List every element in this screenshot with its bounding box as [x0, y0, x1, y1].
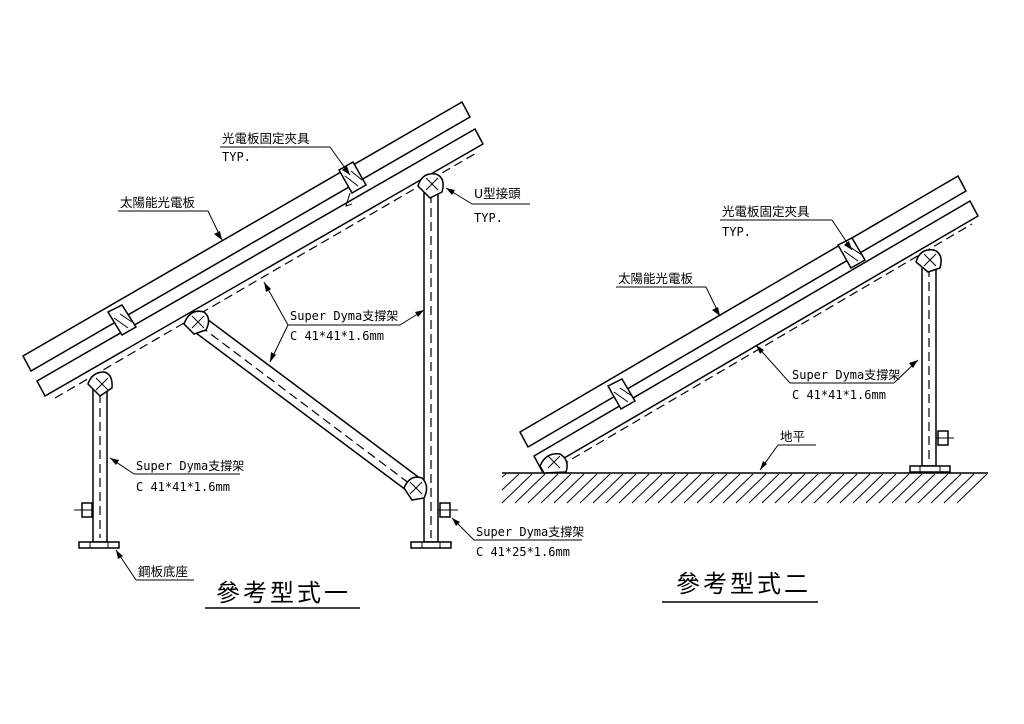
ground-hatch-line — [540, 473, 572, 504]
ground-hatch-line — [501, 473, 533, 504]
panel-clamp-2a — [606, 378, 637, 411]
ground-hatch-line — [943, 473, 975, 504]
view-1-title: 參考型式一 — [216, 579, 351, 607]
rear-post-label-1: Super Dyma支撐架 — [476, 525, 584, 539]
front-post-label-1: Super Dyma支撐架 — [136, 459, 244, 473]
ujoint-typ-1: TYP. — [474, 211, 503, 225]
leader-clamp-2 — [720, 219, 853, 251]
leader-ground-2 — [759, 444, 816, 471]
ground-hatch-line — [618, 473, 650, 504]
base-label-1: 鋼板底座 — [138, 564, 188, 579]
diagonal-brace-1 — [183, 310, 428, 501]
leader-panel-1 — [118, 210, 223, 241]
ground-hatch-line — [566, 473, 598, 504]
rear-post-1 — [410, 173, 458, 549]
clamp-typ-2: TYP. — [722, 225, 751, 239]
ground-hatch-line — [813, 473, 845, 504]
ground-hatch-line — [748, 473, 780, 504]
leader-panel-2 — [616, 286, 721, 317]
post-spec-2: C 41*41*1.6mm — [792, 388, 886, 402]
ground-hatch-line — [956, 473, 988, 504]
panel-rail-2 — [559, 223, 973, 467]
rear-post-spec-1: C 41*25*1.6mm — [476, 545, 570, 559]
brace-label-1: Super Dyma支撐架 — [290, 309, 398, 323]
leader-front-post-1 — [109, 457, 240, 475]
ground-hatch-line — [553, 473, 585, 504]
view-2: 光電板固定夾具 TYP. 太陽能光電板 Super Dyma支撐架 C 41*4… — [501, 174, 988, 603]
brace-spec-1: C 41*41*1.6mm — [290, 329, 384, 343]
post-label-2: Super Dyma支撐架 — [792, 368, 900, 382]
ground-hatch-2 — [501, 472, 988, 504]
panel-clamp-2b — [836, 237, 867, 270]
ground-hatch-line — [683, 473, 715, 504]
ground-hatch-line — [774, 473, 806, 504]
leader-post-2 — [755, 344, 919, 384]
ground-hatch-line — [696, 473, 728, 504]
ground-hatch-line — [826, 473, 858, 504]
ground-hatch-line — [917, 473, 949, 504]
leader-base-1 — [115, 549, 194, 581]
rear-post-2 — [909, 249, 954, 473]
ground-hatch-line — [527, 473, 559, 504]
leader-brace-1 — [263, 281, 425, 363]
ground-hatch-line — [787, 473, 819, 504]
ground-hatch-line — [930, 473, 962, 504]
panel-clamp-1a — [106, 304, 138, 337]
leader-rear-post-1 — [451, 517, 582, 541]
ground-hatch-line — [865, 473, 897, 504]
ground-hatch-line — [514, 473, 546, 504]
ground-hatch-line — [709, 473, 741, 504]
ground-hatch-line — [839, 473, 871, 504]
ground-hatch-line — [761, 473, 793, 504]
clamp-label-2: 光電板固定夾具 — [722, 204, 810, 219]
front-post-spec-1: C 41*41*1.6mm — [136, 480, 230, 494]
ground-hatch-line — [735, 473, 767, 504]
ground-hatch-line — [501, 473, 507, 478]
ground-hatch-line — [891, 473, 923, 504]
clamp-typ-1: TYP. — [222, 150, 251, 164]
leader-ujoint-1 — [445, 187, 530, 205]
ground-hatch-line — [670, 473, 702, 504]
front-post-1 — [74, 371, 120, 549]
view-2-title: 參考型式二 — [676, 570, 811, 598]
ujoint-label-1: U型接頭 — [474, 186, 521, 201]
panel-label-1: 太陽能光電板 — [120, 195, 196, 210]
ground-hatch-line — [631, 473, 663, 504]
front-joint-2 — [539, 453, 568, 474]
ground-hatch-line — [644, 473, 676, 504]
ground-hatch-line — [592, 473, 624, 504]
panel-rail-1 — [54, 151, 479, 399]
ground-hatch-line — [800, 473, 832, 504]
ground-label-2: 地平 — [780, 429, 805, 444]
ground-hatch-line — [501, 473, 520, 491]
ground-hatch-line — [904, 473, 936, 504]
ground-hatch-line — [605, 473, 637, 504]
solar-panel-1 — [21, 100, 485, 398]
panel-label-2: 太陽能光電板 — [618, 271, 694, 286]
ground-hatch-line — [722, 473, 754, 504]
clamp-label-1: 光電板固定夾具 — [222, 131, 310, 146]
leader-clamp-1 — [220, 146, 351, 176]
ground-hatch-line — [657, 473, 689, 504]
ground-hatch-line — [579, 473, 611, 504]
ground-hatch-line — [852, 473, 884, 504]
ground-hatch-line — [878, 473, 910, 504]
view-1: 光電板固定夾具 TYP. 太陽能光電板 U型接頭 TYP. Super Dyma… — [21, 100, 584, 609]
